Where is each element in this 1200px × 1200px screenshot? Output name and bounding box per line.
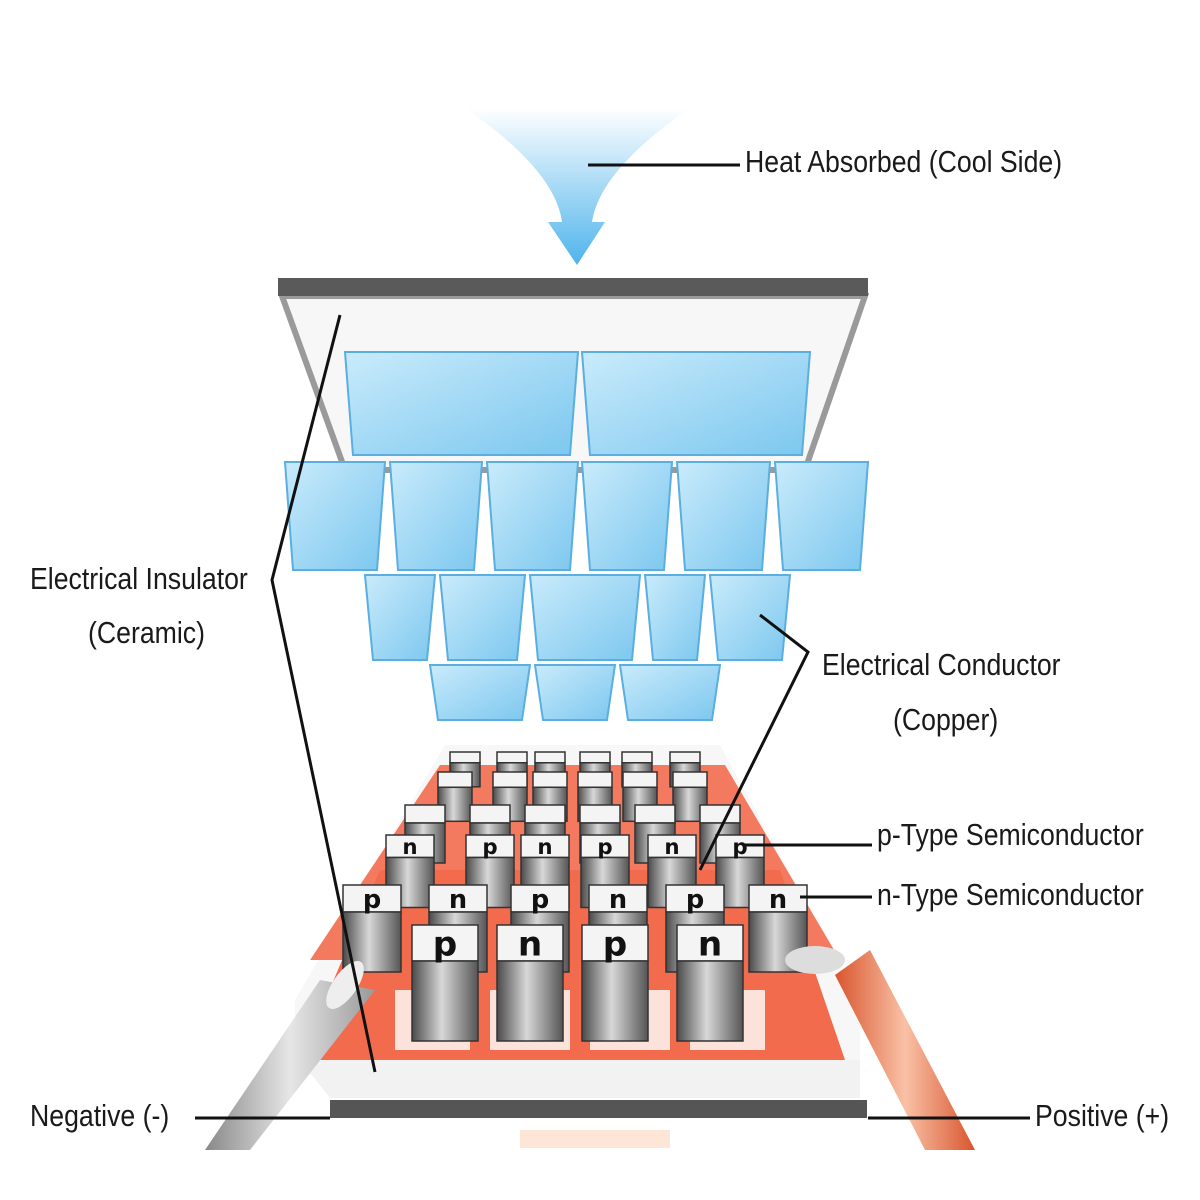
conductor-tile [618, 664, 722, 721]
conductor-tile [388, 461, 484, 571]
semiconductor-pellet: n [496, 924, 564, 1042]
conductor-tile [580, 461, 674, 571]
pellet-type-label: n [769, 885, 787, 915]
conductor-tile [283, 461, 387, 571]
label-negative: Negative (-) [30, 1098, 170, 1133]
heat-arrow-icon [465, 108, 690, 265]
pellet-type-label: n [609, 885, 627, 915]
pellet-type-label: p [603, 925, 627, 965]
pellet-type-label: n [537, 835, 552, 860]
conductor-tile [438, 574, 527, 661]
conductor-tile [428, 664, 532, 721]
conductor-tile [533, 664, 617, 721]
conductor-tile [708, 574, 792, 661]
pellet-type-label: n [402, 835, 417, 860]
label-heat-absorbed: Heat Absorbed (Cool Side) [745, 144, 1063, 179]
pellet-type-label: p [363, 885, 381, 915]
conductor-tile [343, 351, 580, 456]
conductor-tile [528, 574, 642, 661]
semiconductor-pellet: p [581, 924, 649, 1042]
label-positive: Positive (+) [1035, 1098, 1170, 1133]
pellet-type-label: n [664, 835, 679, 860]
pellet-type-label: p [686, 885, 704, 915]
conductor-tile [773, 461, 870, 571]
pellet-type-label: n [698, 925, 722, 965]
conductor-tile [485, 461, 580, 571]
label-p-type: p-Type Semiconductor [877, 817, 1144, 852]
label-electrical-conductor: Electrical Conductor [822, 647, 1061, 682]
leader-lines [195, 163, 1030, 1120]
pellet-type-label: p [531, 885, 549, 915]
conductor-tile [675, 461, 772, 571]
pellet-type-label: p [433, 925, 457, 965]
pellet-type-label: p [482, 835, 497, 860]
label-n-type: n-Type Semiconductor [877, 877, 1144, 912]
pellet-type-label: n [518, 925, 542, 965]
semiconductor-pellet: p [411, 924, 479, 1042]
positive-wire [785, 946, 975, 1150]
semiconductor-pellet: n [676, 924, 744, 1042]
pellet-type-label: p [597, 835, 612, 860]
label-copper: (Copper) [893, 702, 999, 737]
pellet-type-label: n [449, 885, 467, 915]
semiconductor-pellet: n [748, 884, 808, 973]
copper-conductor-tiles-top [283, 351, 870, 721]
label-electrical-insulator: Electrical Insulator [30, 561, 248, 596]
pellet-type-label: p [732, 835, 747, 860]
conductor-tile [580, 351, 812, 456]
conductor-tile [363, 574, 437, 661]
label-ceramic: (Ceramic) [88, 615, 206, 650]
conductor-tile [643, 574, 707, 661]
